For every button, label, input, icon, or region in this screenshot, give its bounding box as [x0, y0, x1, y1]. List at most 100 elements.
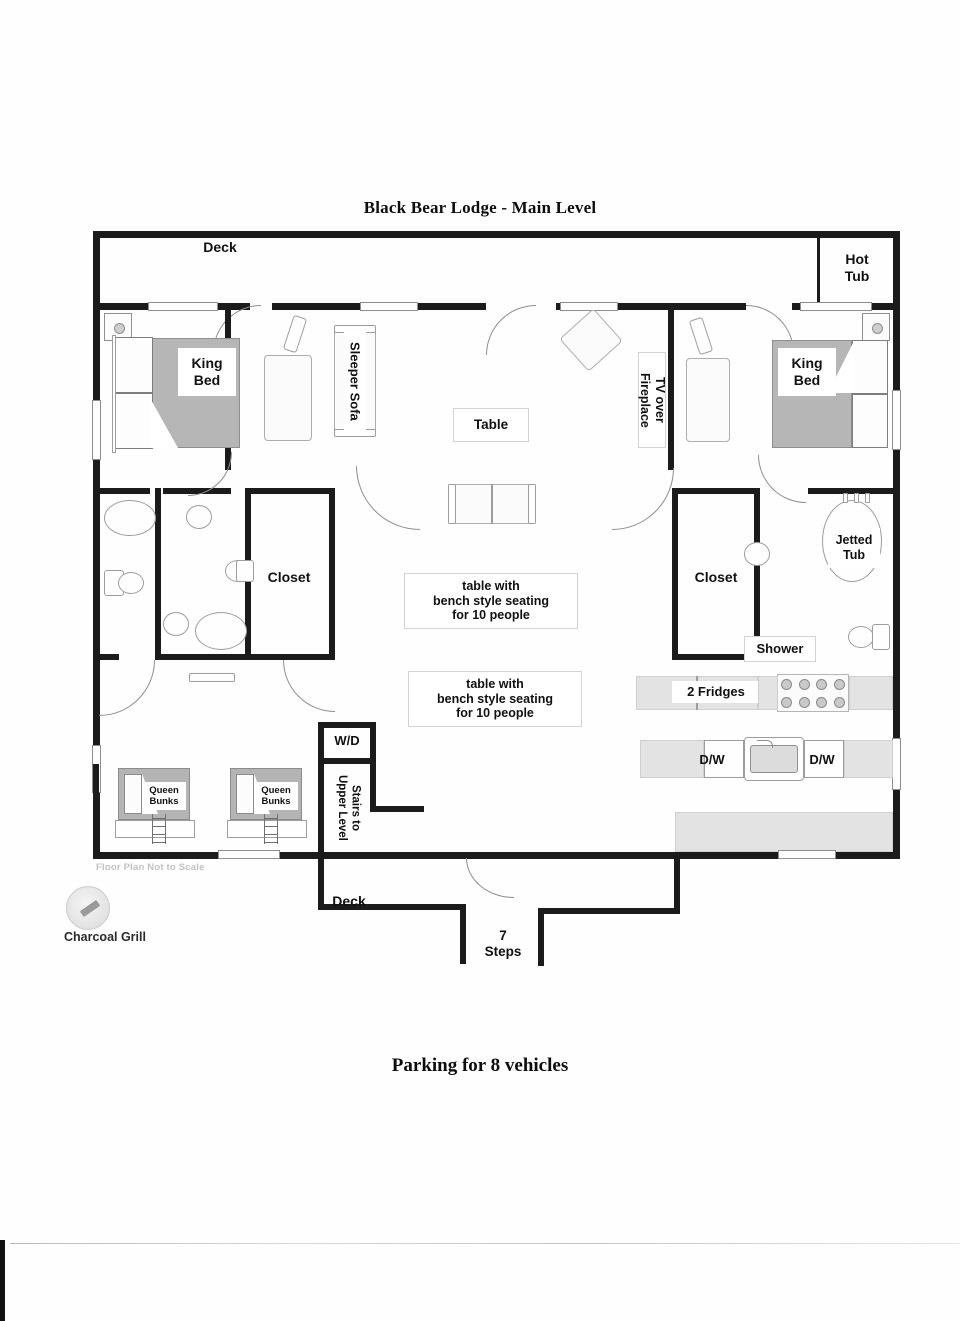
- window-top-center-right: [560, 302, 618, 311]
- tub-fixture-b: [854, 493, 859, 503]
- window-top-center-left: [360, 302, 418, 311]
- closet-wall-left-top: [245, 488, 335, 494]
- door-arc-great-room-left: [356, 466, 420, 530]
- burner: [781, 678, 793, 690]
- door-arc-bath-left: [99, 660, 155, 716]
- queen-bunks-2-frame: [227, 820, 307, 838]
- sleeper-sofa-label: Sleeper Sofa: [344, 330, 366, 432]
- jetted-tub-label: Jetted Tub: [828, 528, 880, 568]
- exterior-wall-right: [893, 231, 900, 859]
- stair-wall-west: [318, 722, 324, 852]
- tub-fixture-c: [865, 493, 870, 503]
- loveseat-divider: [491, 484, 493, 524]
- burner: [833, 696, 845, 708]
- bath-left-outer: [93, 488, 99, 660]
- dishwasher-left-label: D/W: [699, 752, 725, 768]
- right-bedroom-wall-west: [668, 310, 674, 470]
- closet-left-label: Closet: [267, 568, 311, 585]
- stairs-to-upper-label: Stairs to Upper Level: [336, 775, 362, 841]
- window-bottom-kitchen: [778, 850, 836, 859]
- counter-stove-left: [758, 676, 778, 710]
- toilet-tank-left-mid: [236, 560, 254, 582]
- sink-left-lower: [163, 612, 189, 636]
- scale-note: Floor Plan Not to Scale: [96, 862, 205, 873]
- burner: [833, 678, 845, 690]
- queen-bunks-1-frame: [115, 820, 195, 838]
- closet-right-wall-west: [672, 488, 678, 660]
- closet-left-wall-bottom: [155, 654, 335, 660]
- exterior-wall-bottom: [93, 852, 900, 859]
- queen-bunks-1-ladder: [152, 814, 166, 844]
- closet-right-wall-bottom: [672, 654, 760, 660]
- queen-bunks-2-mattress: [236, 774, 254, 814]
- shower-label: Shower: [744, 636, 816, 662]
- deck-rail-lower-left: [318, 904, 466, 910]
- ceiling-fan-icon-right: [862, 313, 890, 341]
- counter-stove-right: [849, 676, 893, 710]
- bathtub-left-lower: [195, 612, 247, 650]
- sink-left-upper: [186, 505, 212, 529]
- charcoal-grill-label: Charcoal Grill: [64, 930, 146, 944]
- two-fridges-label: 2 Fridges: [672, 681, 760, 703]
- bath-wall-left-seg: [93, 488, 150, 494]
- door-arc-deck-bottom: [466, 858, 514, 898]
- window-top-right: [800, 302, 872, 311]
- closet-right-wall-east: [754, 488, 760, 660]
- armchair-center: [559, 308, 623, 372]
- dishwasher-right-label: D/W: [809, 752, 835, 768]
- burner: [781, 696, 793, 708]
- deck-rail-left-edge: [460, 904, 466, 964]
- door-arc-deck-center: [486, 305, 536, 355]
- stove-burners-icon: [777, 674, 849, 712]
- interior-wall-top-seg2: [272, 303, 420, 310]
- interior-wall-top-seg3: [420, 303, 486, 310]
- steps-label: 7 Steps: [484, 928, 522, 959]
- dining-table-1-label: table with bench style seating for 10 pe…: [404, 573, 578, 629]
- sink-faucet: [757, 740, 773, 748]
- loveseat-arm-right: [528, 484, 536, 524]
- queen-bunks-2-ladder: [264, 814, 278, 844]
- king-bed-left-headboard: [112, 335, 116, 453]
- counter-left-of-dw: [640, 740, 704, 778]
- sink-right-upper: [744, 542, 770, 566]
- window-right-upper: [892, 390, 901, 450]
- toilet-bowl-right: [848, 626, 874, 648]
- king-bed-left-label: King Bed: [178, 348, 236, 396]
- king-bed-right-pillow-top: [852, 340, 888, 394]
- ceiling-fan-icon-left: [104, 313, 132, 341]
- table-label: Table: [453, 408, 529, 442]
- deck-rail-lower-right: [538, 908, 680, 914]
- tub-fixture-a: [843, 493, 848, 503]
- window-top-left: [148, 302, 218, 311]
- wd-wall-top: [318, 722, 376, 728]
- stair-wall-east: [370, 722, 376, 812]
- dining-table-2-label: table with bench style seating for 10 pe…: [408, 671, 582, 727]
- wd-wall-bottom: [318, 758, 376, 764]
- interior-wall-top-seg4: [556, 303, 746, 310]
- lamp-right-bedroom: [688, 316, 714, 356]
- burner: [798, 696, 810, 708]
- toilet-tank-right: [872, 624, 890, 650]
- hot-tub-partition: [817, 238, 820, 310]
- stair-landing-wall: [370, 806, 424, 812]
- washer-dryer-label: W/D: [334, 733, 360, 749]
- queen-bunks-1-mattress: [124, 774, 142, 814]
- burner: [816, 696, 828, 708]
- toilet-bowl-left-upper: [118, 572, 144, 594]
- deck-wall-bottom-right: [513, 852, 680, 858]
- closet-right-label: Closet: [694, 568, 738, 585]
- bathtub-left-upper: [104, 500, 156, 536]
- deck-wall-left-vertical: [318, 852, 324, 910]
- page-title: Black Bear Lodge - Main Level: [363, 198, 597, 217]
- deck-rail-right-edge: [538, 908, 544, 966]
- king-bed-left-pillow-bottom: [115, 393, 153, 449]
- king-bed-left-pillow-top: [115, 337, 153, 393]
- dishwasher-left: [704, 740, 744, 778]
- scan-hairline-artifact: [10, 1243, 960, 1244]
- counter-right-of-dw: [844, 740, 893, 778]
- parking-note: Parking for 8 vehicles: [391, 1055, 569, 1076]
- window-bottom-bunkroom: [218, 850, 280, 859]
- king-bed-right-pillow-bottom: [852, 394, 888, 448]
